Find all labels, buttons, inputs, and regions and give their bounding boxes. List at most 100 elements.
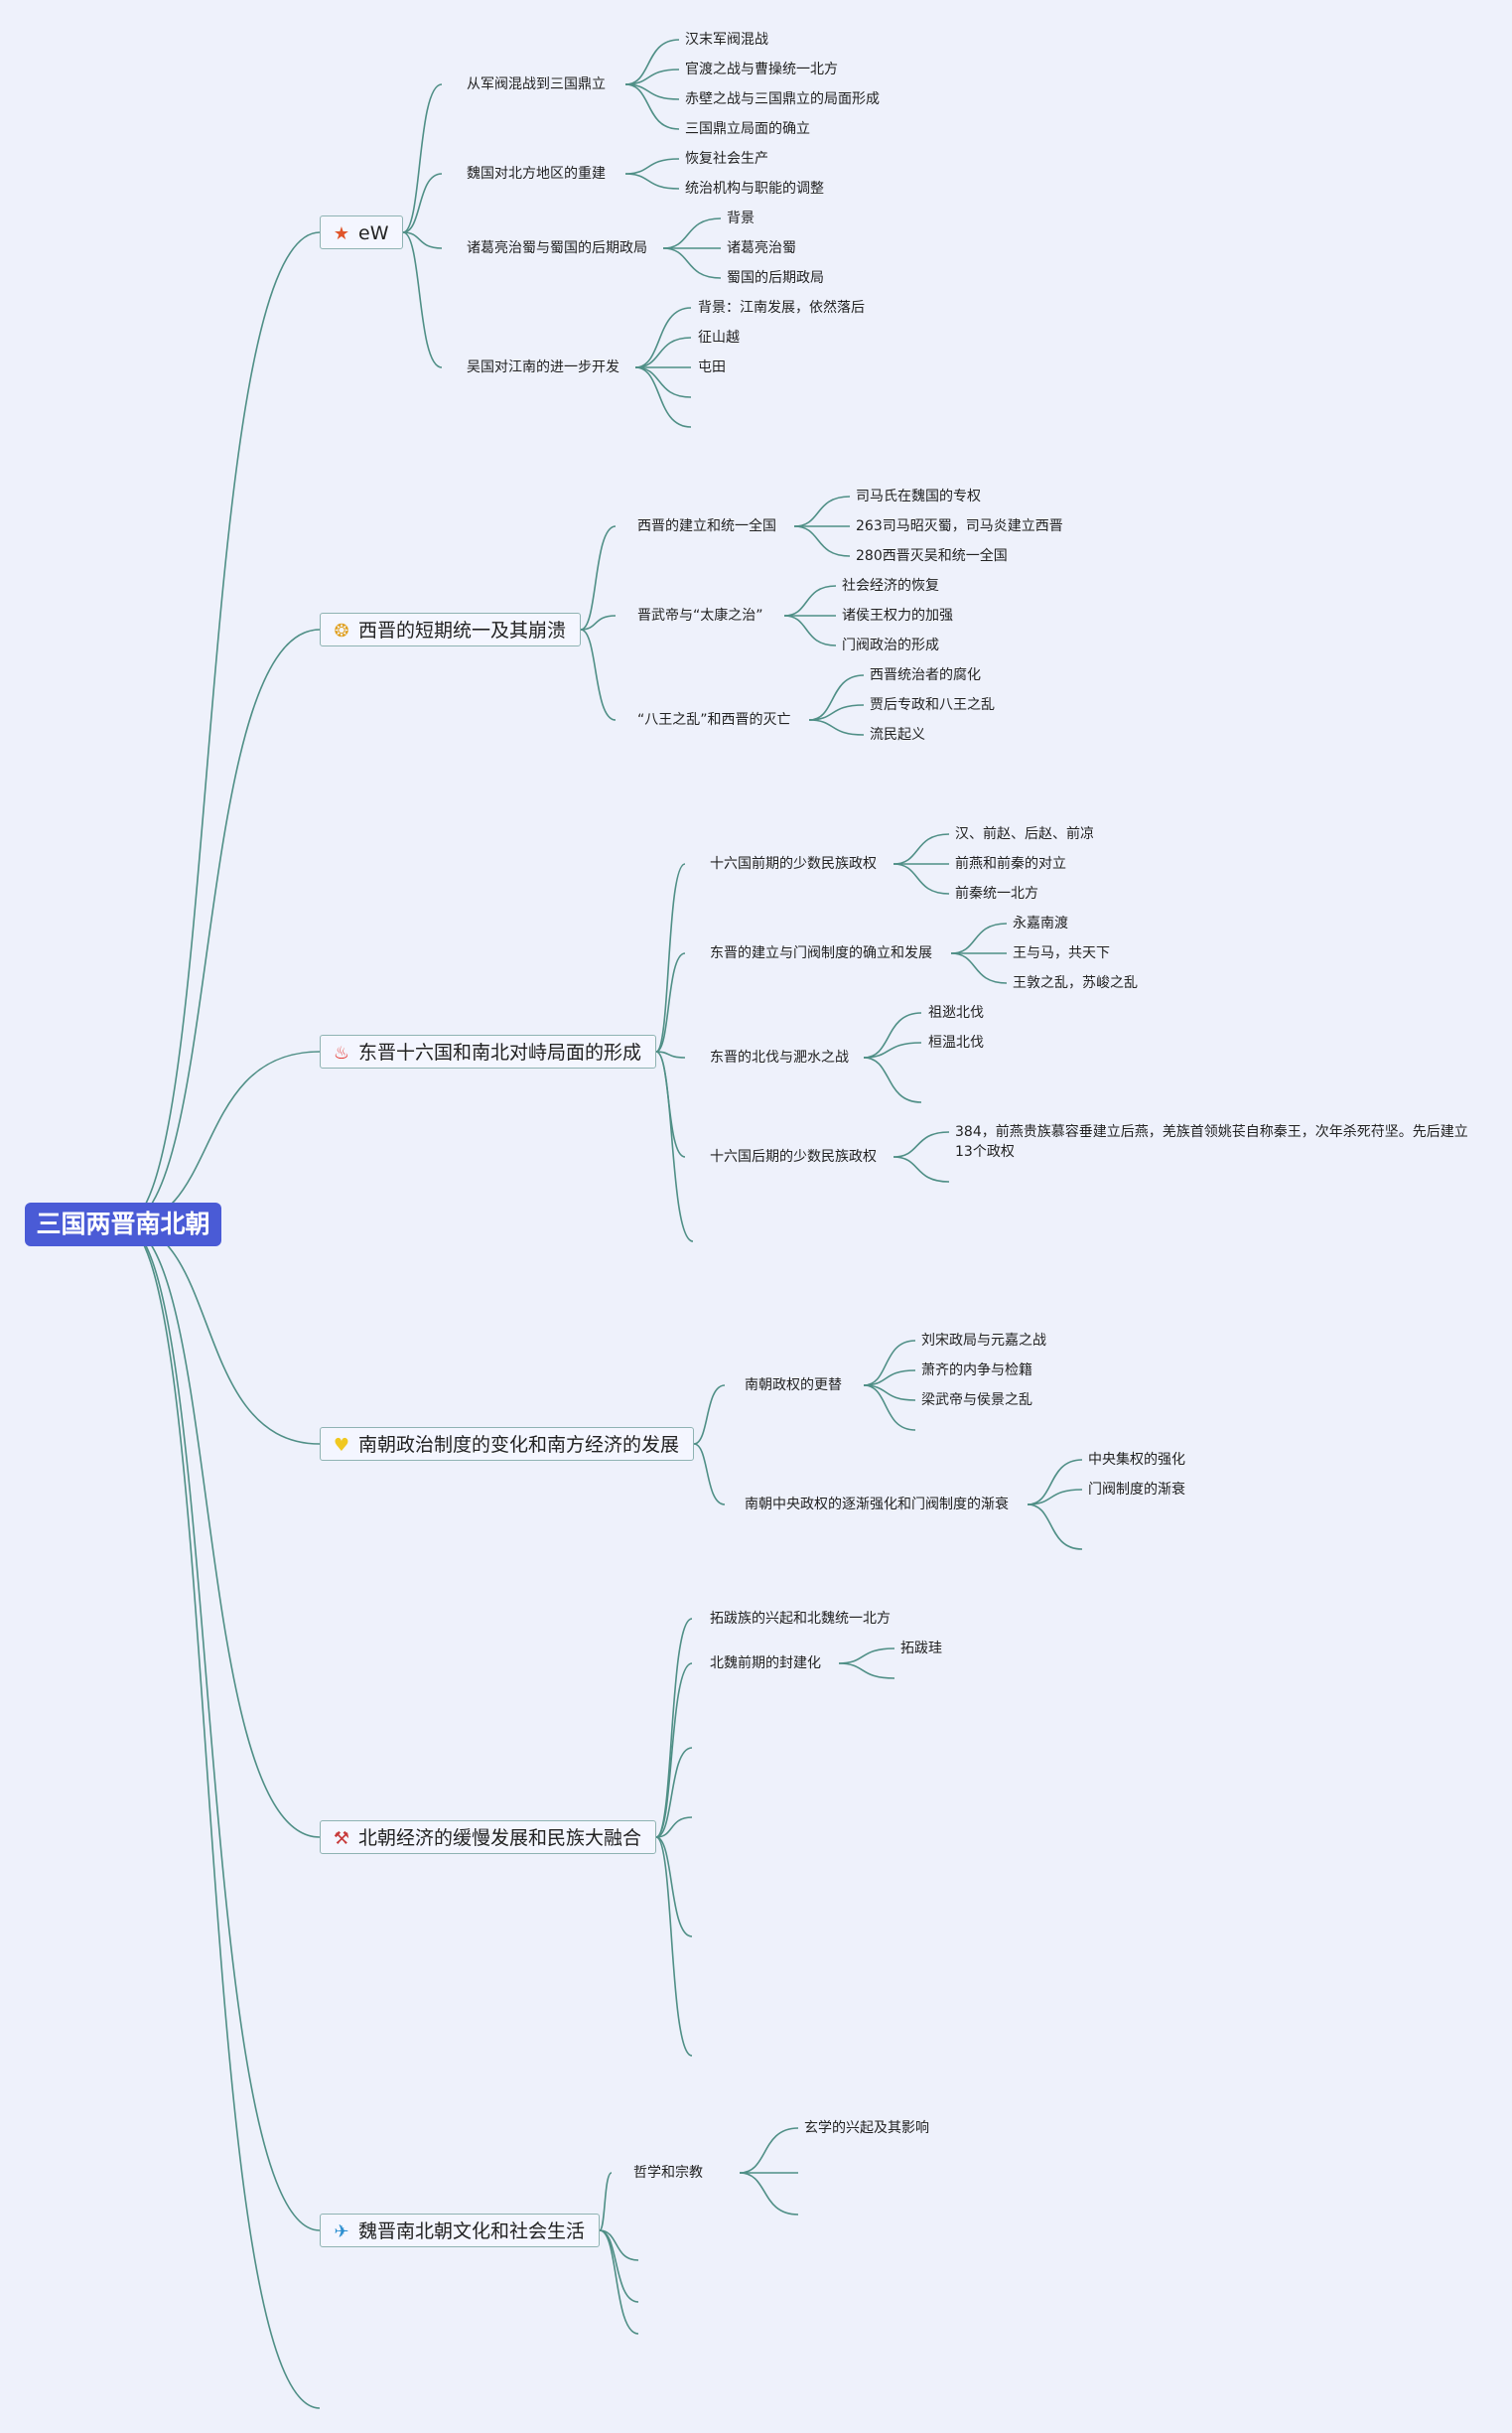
branch-western-jin[interactable]: ❂西晋的短期统一及其崩溃 — [320, 613, 582, 646]
leaf-topic[interactable]: 赤壁之战与三国鼎立的局面形成 — [685, 91, 880, 107]
sub-topic[interactable]: 南朝政权的更替 — [745, 1377, 842, 1393]
sub-topic[interactable]: 十六国后期的少数民族政权 — [710, 1149, 877, 1165]
fire-icon: ♨ — [333, 1043, 350, 1064]
connector-line — [783, 615, 837, 646]
connector-line — [693, 1443, 726, 1505]
connector-line — [655, 1051, 686, 1059]
connector-line — [662, 217, 722, 249]
sub-topic[interactable]: 南朝中央政权的逐渐强化和门阀制度的渐衰 — [745, 1497, 1009, 1512]
leaf-topic[interactable]: 桓温北伐 — [928, 1035, 984, 1051]
branch-northern-dynasties[interactable]: ⚒北朝经济的缓慢发展和民族大融合 — [320, 1820, 657, 1854]
sub-topic[interactable]: 晋武帝与“太康之治” — [637, 608, 763, 624]
connector-line — [122, 1223, 321, 1838]
connector-line — [893, 833, 950, 865]
connector-line — [624, 39, 680, 85]
sub-topic[interactable]: 西晋的建立和统一全国 — [637, 518, 776, 534]
leaf-topic[interactable]: 263司马昭灭蜀，司马炎建立西晋 — [856, 518, 1063, 534]
leaf-topic[interactable]: 贾后专政和八王之乱 — [870, 697, 995, 713]
leaf-topic[interactable]: 前燕和前秦的对立 — [955, 856, 1066, 872]
connector-line — [624, 83, 680, 130]
connector-line — [808, 674, 865, 721]
leaf-topic[interactable]: 门阀制度的渐衰 — [1088, 1482, 1185, 1498]
sub-topic[interactable]: 从军阀混战到三国鼎立 — [467, 76, 606, 92]
connector-line — [793, 496, 851, 527]
connector-line — [599, 2172, 613, 2231]
sub-topic[interactable]: 北魏前期的封建化 — [710, 1655, 821, 1671]
leaf-topic[interactable]: 384，前燕贵族慕容垂建立后燕，羌族首领姚苌自称秦王，次年杀死苻坚。先后建立13… — [955, 1124, 1468, 1160]
leaf-topic[interactable]: 西晋统治者的腐化 — [870, 667, 981, 683]
connector-line — [739, 2172, 799, 2216]
leaf-topic[interactable]: 蜀国的后期政局 — [727, 270, 824, 286]
connector-line — [634, 366, 692, 398]
branch-three-kingdoms[interactable]: ★eW — [320, 215, 404, 249]
connector-line — [793, 525, 851, 557]
leaf-topic[interactable]: 刘宋政局与元嘉之战 — [921, 1333, 1046, 1349]
leaf-topic[interactable]: 中央集权的强化 — [1088, 1452, 1185, 1468]
leaf-topic[interactable]: 萧齐的内争与检籍 — [921, 1362, 1032, 1378]
connector-line — [655, 1662, 693, 1838]
connector-line — [863, 1012, 922, 1059]
leaf-topic[interactable]: 背景：江南发展，依然落后 — [698, 300, 865, 316]
connector-line — [655, 1747, 693, 1838]
connector-line — [402, 231, 443, 368]
connector-line — [624, 173, 680, 190]
leaf-topic[interactable]: 玄学的兴起及其影响 — [804, 2120, 929, 2136]
leaf-topic[interactable]: 社会经济的恢复 — [842, 578, 939, 594]
sub-topic[interactable]: 魏国对北方地区的重建 — [467, 166, 606, 182]
leaf-topic[interactable]: 屯田 — [698, 359, 726, 375]
leaf-topic[interactable]: 汉末军阀混战 — [685, 32, 768, 48]
connector-line — [893, 1156, 950, 1183]
sub-topic[interactable]: 诸葛亮治蜀与蜀国的后期政局 — [467, 240, 647, 256]
leaf-topic[interactable]: 祖逖北伐 — [928, 1005, 984, 1021]
leaf-topic[interactable]: 征山越 — [698, 330, 740, 346]
leaf-topic[interactable]: 280西晋灭吴和统一全国 — [856, 548, 1008, 564]
leaf-topic[interactable]: 汉、前赵、后赵、前凉 — [955, 826, 1094, 842]
connector-line — [624, 158, 680, 175]
leaf-topic[interactable]: 门阀政治的形成 — [842, 638, 939, 653]
leaf-topic[interactable]: 官渡之战与曹操统一北方 — [685, 62, 838, 77]
connector-line — [863, 1340, 916, 1386]
connector-line — [655, 1836, 693, 1937]
sub-topic[interactable]: 拓跋族的兴起和北魏统一北方 — [710, 1611, 891, 1627]
connector-line — [1027, 1503, 1083, 1550]
connector-line — [893, 863, 950, 895]
connector-line — [634, 366, 692, 428]
leaf-topic[interactable]: 永嘉南渡 — [1013, 916, 1068, 931]
leaf-topic[interactable]: 背景 — [727, 211, 755, 226]
sub-topic[interactable]: 十六国前期的少数民族政权 — [710, 856, 877, 872]
sub-topic[interactable]: 东晋的北伐与淝水之战 — [710, 1050, 849, 1066]
leaf-topic[interactable]: 梁武帝与侯景之乱 — [921, 1392, 1032, 1408]
leaf-topic[interactable]: 诸侯王权力的加强 — [842, 608, 953, 624]
branch-eastern-jin[interactable]: ♨东晋十六国和南北对峙局面的形成 — [320, 1035, 657, 1069]
leaf-topic[interactable]: 司马氏在魏国的专权 — [856, 489, 981, 504]
sub-topic[interactable]: 吴国对江南的进一步开发 — [467, 359, 619, 375]
leaf-topic[interactable]: 诸葛亮治蜀 — [727, 240, 796, 256]
sub-topic[interactable]: 哲学和宗教 — [633, 2165, 703, 2181]
leaf-topic[interactable]: 王敦之乱，苏峻之乱 — [1013, 975, 1138, 991]
connector-line — [402, 173, 443, 233]
sub-topic[interactable]: “八王之乱”和西晋的灭亡 — [637, 712, 791, 728]
leaf-topic[interactable]: 拓跋珪 — [900, 1641, 942, 1656]
leaf-topic[interactable]: 恢复社会生产 — [685, 151, 768, 167]
leaf-topic[interactable]: 流民起义 — [870, 727, 925, 743]
connector-line — [693, 1384, 726, 1445]
paper-plane-icon: ✈ — [334, 2221, 349, 2242]
connector-line — [122, 1051, 321, 1225]
branch-culture-society[interactable]: ✈魏晋南北朝文化和社会生活 — [320, 2214, 601, 2247]
leaf-topic[interactable]: 三国鼎立局面的确立 — [685, 121, 810, 137]
leaf-topic[interactable]: 统治机构与职能的调整 — [685, 181, 824, 197]
connector-line — [655, 1051, 686, 1158]
root-topic[interactable]: 三国两晋南北朝 — [25, 1203, 221, 1246]
connector-line — [122, 1223, 321, 1445]
connector-line — [838, 1647, 895, 1664]
branch-southern-dynasties[interactable]: ♥南朝政治制度的变化和南方经济的发展 — [320, 1427, 695, 1461]
connector-line — [122, 1223, 321, 2231]
connector-line — [662, 247, 722, 279]
leaf-topic[interactable]: 前秦统一北方 — [955, 886, 1038, 902]
sub-topic[interactable]: 东晋的建立与门阀制度的确立和发展 — [710, 945, 932, 961]
connector-line — [783, 585, 837, 617]
connector-line — [739, 2127, 799, 2174]
leaf-topic[interactable]: 王与马，共天下 — [1013, 945, 1110, 961]
connector-line — [122, 1223, 321, 2409]
connector-line — [655, 1051, 694, 1242]
